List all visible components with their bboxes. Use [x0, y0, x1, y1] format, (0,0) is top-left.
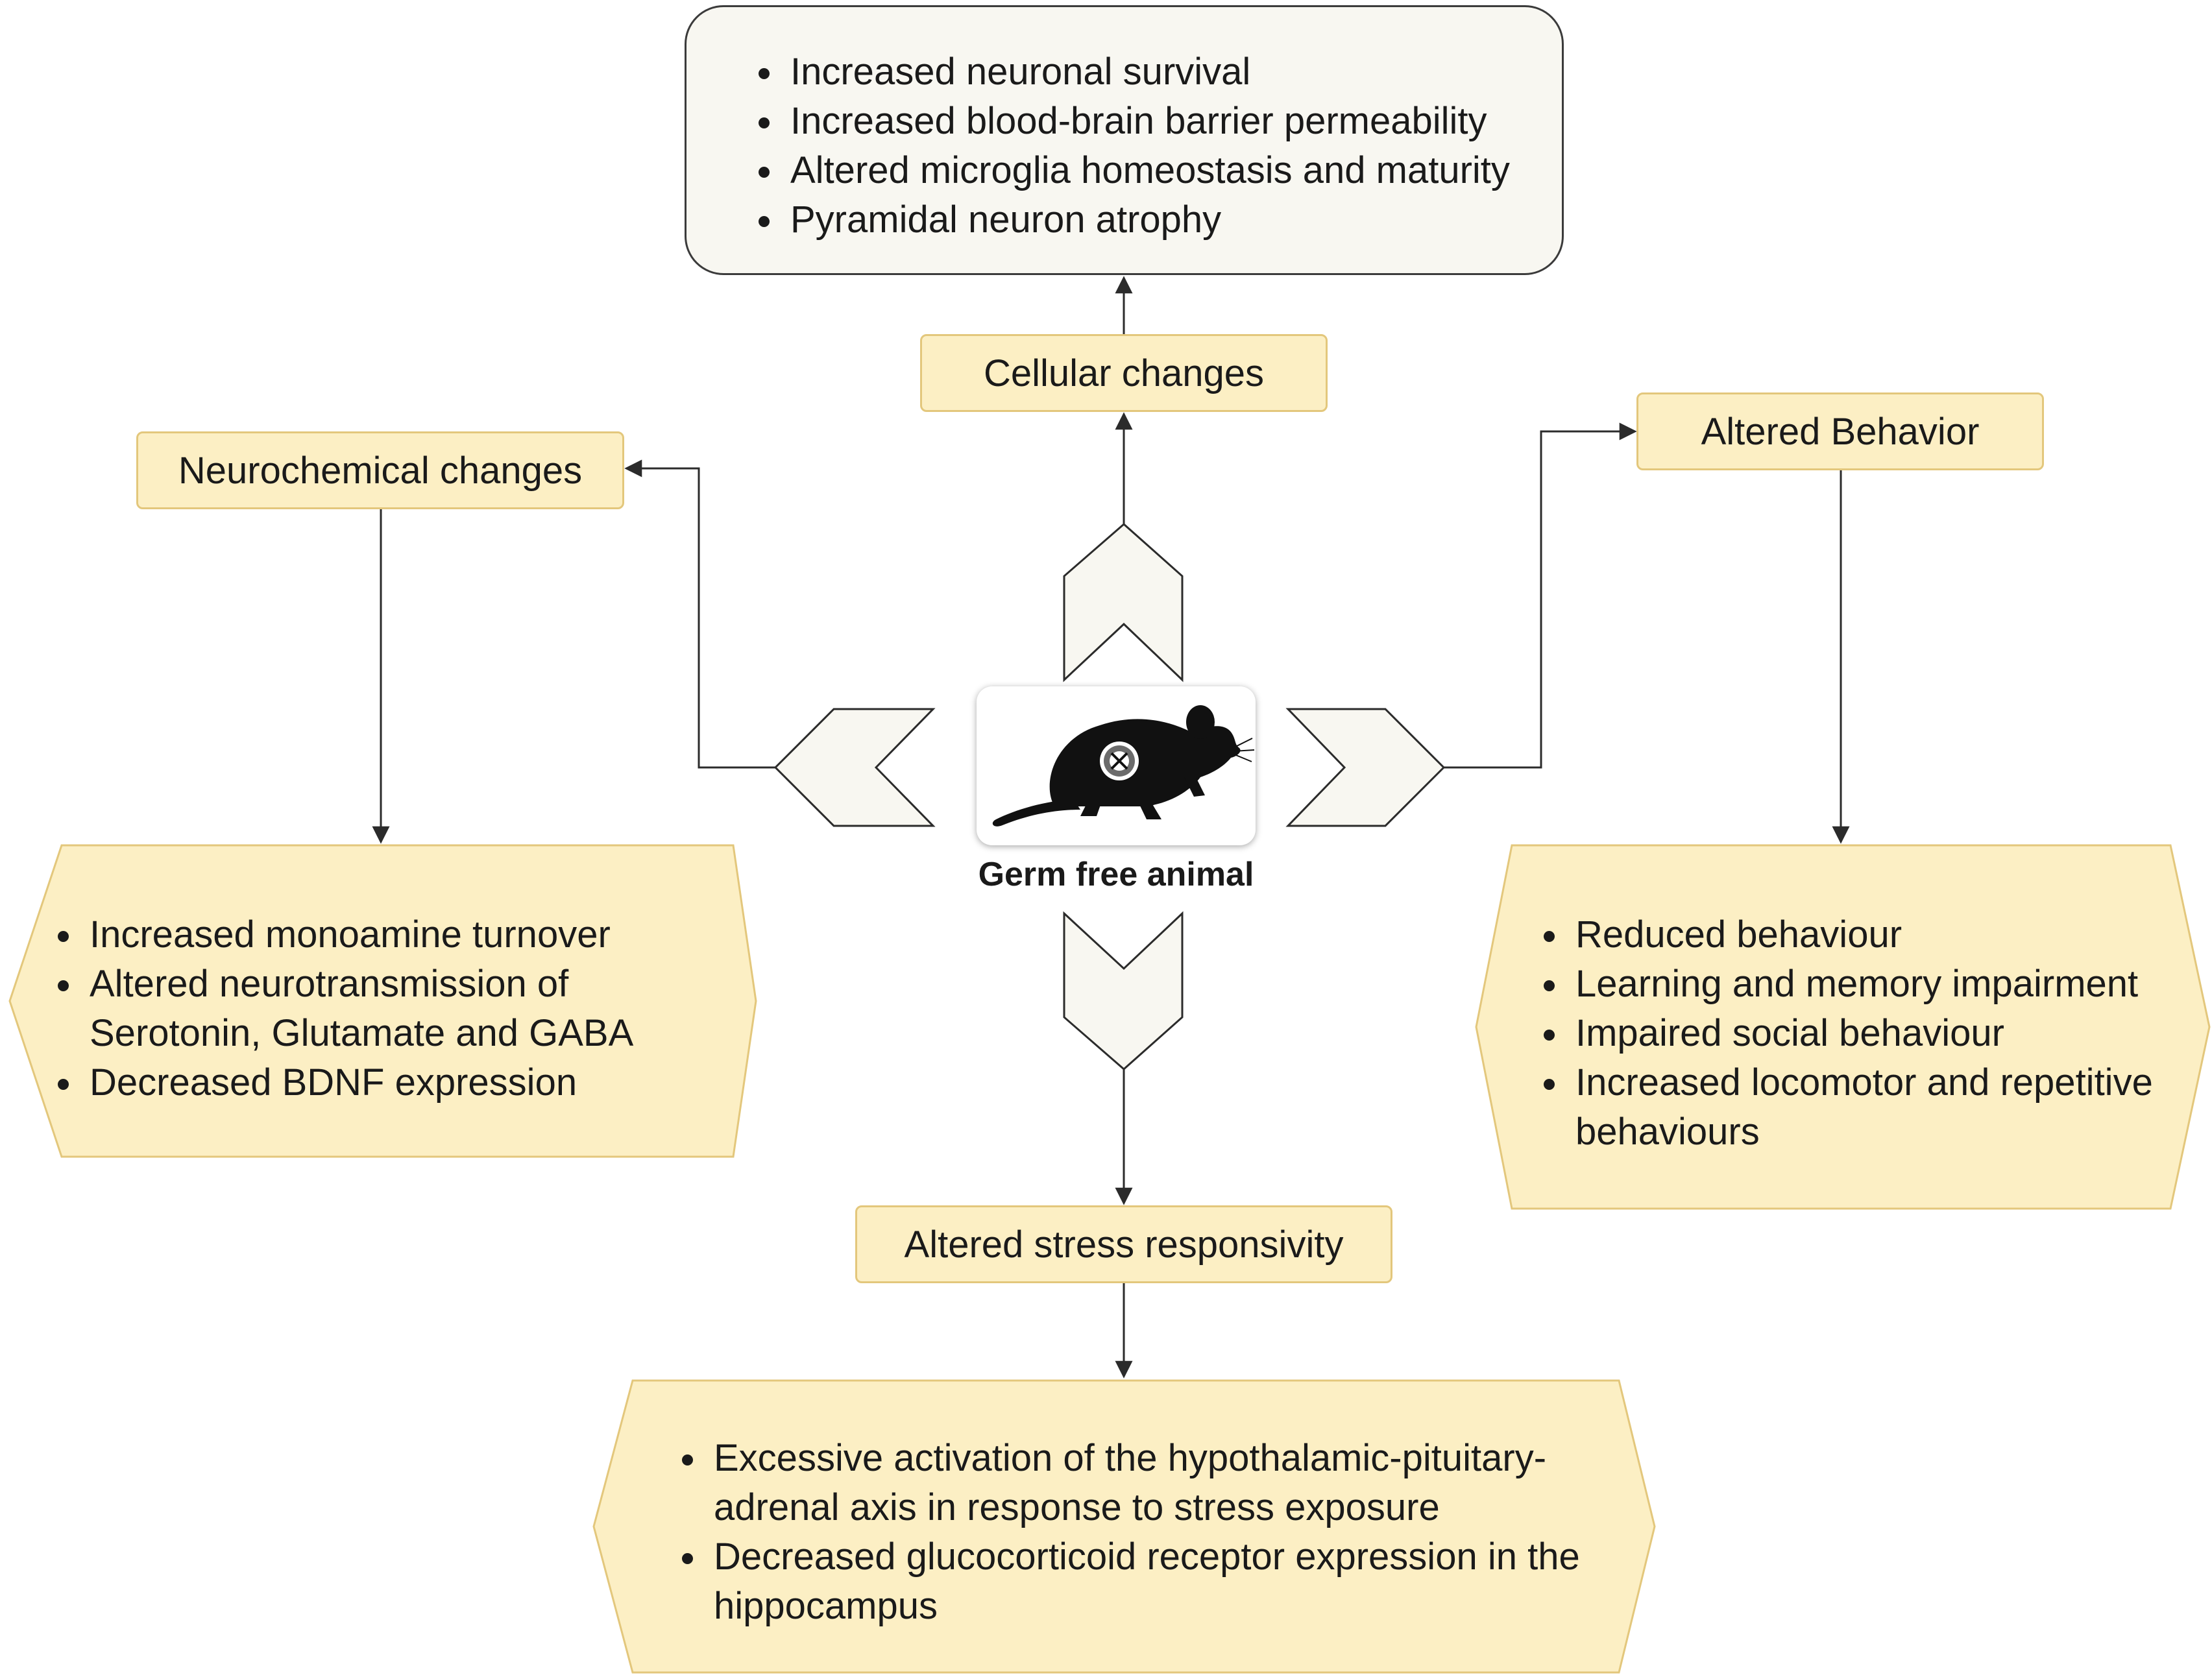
list-item: Decreased glucocorticoid receptor expres… — [709, 1532, 1669, 1631]
list-item: Increased neuronal survival — [785, 47, 1562, 97]
list-item: Impaired social behaviour — [1570, 1009, 2212, 1058]
list-item: Pyramidal neuron atrophy — [785, 195, 1562, 245]
arrow-center-to-behavior-label — [1444, 422, 1637, 769]
altered-behavior-label: Altered Behavior — [1636, 392, 2044, 470]
list-item: Excessive activation of the hypothalamic… — [709, 1434, 1669, 1532]
cellular-changes-list: Increased neuronal survival Increased bl… — [725, 47, 1562, 245]
germ-free-animal-card — [977, 686, 1256, 845]
altered-stress-responsivity-list: Excessive activation of the hypothalamic… — [649, 1434, 1669, 1631]
list-item: Altered microglia homeostasis and maturi… — [785, 146, 1562, 195]
altered-behavior-box: Reduced behaviour Learning and memory im… — [1473, 845, 2209, 1209]
altered-stress-responsivity-box: Excessive activation of the hypothalamic… — [590, 1381, 1655, 1674]
neurochemical-changes-label: Neurochemical changes — [136, 431, 624, 509]
list-item: Learning and memory impairment — [1570, 959, 2212, 1009]
list-item: Increased monoamine turnover — [84, 910, 720, 959]
list-item: Decreased BDNF expression — [84, 1058, 720, 1107]
list-item: Increased blood-brain barrier permeabili… — [785, 97, 1562, 146]
chevron-down — [1063, 911, 1184, 1070]
neurochemical-changes-box: Increased monoamine turnover Altered neu… — [13, 845, 759, 1157]
neurochemical-changes-list: Increased monoamine turnover Altered neu… — [13, 910, 720, 1107]
list-item: Altered neurotransmission of Serotonin, … — [84, 959, 720, 1058]
chevron-right — [1285, 708, 1446, 827]
cellular-changes-box: Increased neuronal survival Increased bl… — [685, 5, 1564, 275]
chevron-up — [1063, 523, 1184, 682]
arrow-center-to-neurochemical-label — [624, 459, 775, 769]
list-item: Reduced behaviour — [1570, 910, 2212, 959]
behavior-content-shape — [1475, 844, 2211, 1210]
list-item: Increased locomotor and repetitive behav… — [1570, 1058, 2212, 1157]
altered-behavior-list: Reduced behaviour Learning and memory im… — [1512, 910, 2212, 1157]
germ-free-animal-label: Germ free animal — [978, 856, 1254, 893]
altered-stress-responsivity-label: Altered stress responsivity — [855, 1205, 1392, 1283]
cellular-changes-label: Cellular changes — [920, 334, 1328, 412]
chevron-left — [773, 708, 936, 827]
neurochemical-content-shape — [8, 844, 757, 1158]
mouse-icon — [992, 705, 1255, 826]
stress-content-shape — [592, 1379, 1656, 1674]
